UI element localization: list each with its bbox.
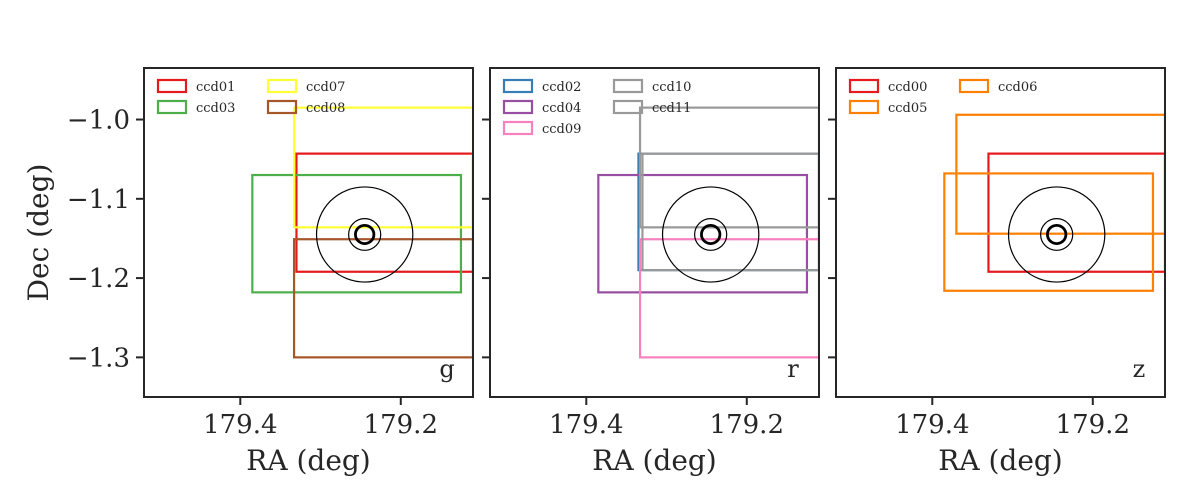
x-tick-label: 179.4 bbox=[895, 410, 969, 440]
x-tick-label: 179.2 bbox=[710, 410, 784, 440]
band-label: z bbox=[1133, 355, 1146, 383]
legend-label-ccd00: ccd00 bbox=[888, 80, 927, 95]
ccd-footprint-ccd10 bbox=[638, 106, 819, 229]
legend-label-ccd07: ccd07 bbox=[306, 80, 345, 95]
target-aperture-circle bbox=[1046, 223, 1068, 245]
legend-swatch-ccd10 bbox=[612, 78, 644, 94]
legend-label-ccd09: ccd09 bbox=[542, 122, 581, 137]
band-label: g bbox=[439, 355, 454, 383]
legend-swatch-ccd06 bbox=[958, 78, 990, 94]
legend-label-ccd01: ccd01 bbox=[196, 80, 235, 95]
target-aperture-circle bbox=[700, 223, 722, 245]
plot-area bbox=[597, 106, 819, 359]
x-axis-label: RA (deg) bbox=[938, 444, 1062, 477]
panel-r: ccd02 ccd04 ccd09 ccd10 ccd11 r 179.4 179.2 RA (… bbox=[482, 67, 820, 477]
x-axis-label: RA (deg) bbox=[246, 444, 370, 477]
legend-label-ccd03: ccd03 bbox=[196, 101, 235, 116]
ccd-footprint-ccd01 bbox=[295, 152, 473, 273]
legend-label-ccd11: ccd11 bbox=[652, 101, 691, 116]
ccd-footprint-ccd09 bbox=[638, 238, 819, 359]
panel-g: ccd01 ccd03 ccd07 ccd08 g 179.4 179.2 −1.0 −1.1 −… bbox=[22, 67, 474, 477]
ccd-footprint-ccd07 bbox=[292, 106, 473, 229]
legend-label-ccd05: ccd05 bbox=[888, 101, 927, 116]
x-tick-label: 179.4 bbox=[203, 410, 277, 440]
target-aperture-circle bbox=[354, 223, 376, 245]
ccd-footprint-ccd08 bbox=[292, 238, 473, 359]
target-aperture-circle bbox=[1040, 218, 1074, 251]
legend-swatch-ccd11 bbox=[612, 99, 644, 115]
ccd-footprint-ccd03 bbox=[251, 173, 463, 294]
legend-swatch-ccd03 bbox=[156, 99, 188, 115]
target-aperture-circle bbox=[1007, 186, 1106, 283]
legend-swatch-ccd08 bbox=[266, 99, 298, 115]
ccd-footprint-ccd00 bbox=[987, 152, 1165, 273]
x-tick-label: 179.2 bbox=[1056, 410, 1130, 440]
x-tick-label: 179.2 bbox=[364, 410, 438, 440]
legend-swatch-ccd05 bbox=[848, 99, 880, 115]
legend-swatch-ccd09 bbox=[502, 120, 534, 136]
ccd-footprint-ccd04 bbox=[597, 173, 809, 294]
x-axis-label: RA (deg) bbox=[592, 444, 716, 477]
y-tick-label: −1.3 bbox=[67, 343, 130, 373]
x-tick-label: 179.4 bbox=[549, 410, 623, 440]
target-aperture-circle bbox=[661, 186, 760, 283]
legend-label-ccd06: ccd06 bbox=[998, 80, 1037, 95]
legend-swatch-ccd02 bbox=[502, 78, 534, 94]
legend-label-ccd08: ccd08 bbox=[306, 101, 345, 116]
plot-area bbox=[943, 113, 1165, 292]
target-aperture-circle bbox=[694, 218, 728, 251]
y-axis-label: Dec (deg) bbox=[22, 164, 55, 302]
ccd-footprint-ccd11 bbox=[641, 152, 819, 272]
y-tick-label: −1.2 bbox=[67, 264, 130, 294]
legend-label-ccd10: ccd10 bbox=[652, 80, 691, 95]
plot-area bbox=[251, 106, 473, 359]
target-aperture-circle bbox=[348, 218, 382, 251]
ccd-footprint-ccd05 bbox=[943, 172, 1155, 292]
band-label: r bbox=[787, 355, 799, 383]
legend-swatch-ccd07 bbox=[266, 78, 298, 94]
y-tick-label: −1.1 bbox=[67, 185, 130, 215]
legend-swatch-ccd04 bbox=[502, 99, 534, 115]
panel-z: ccd00 ccd05 ccd06 z 179.4 179.2 RA (deg) bbox=[828, 67, 1166, 477]
legend-label-ccd02: ccd02 bbox=[542, 80, 581, 95]
legend-label-ccd04: ccd04 bbox=[542, 101, 581, 116]
target-aperture-circle bbox=[315, 186, 414, 283]
y-tick-label: −1.0 bbox=[67, 106, 130, 136]
legend-swatch-ccd01 bbox=[156, 78, 188, 94]
legend-swatch-ccd00 bbox=[848, 78, 880, 94]
axes-frame bbox=[835, 67, 1166, 398]
axes-frame bbox=[489, 67, 820, 398]
axes-frame bbox=[143, 67, 474, 398]
